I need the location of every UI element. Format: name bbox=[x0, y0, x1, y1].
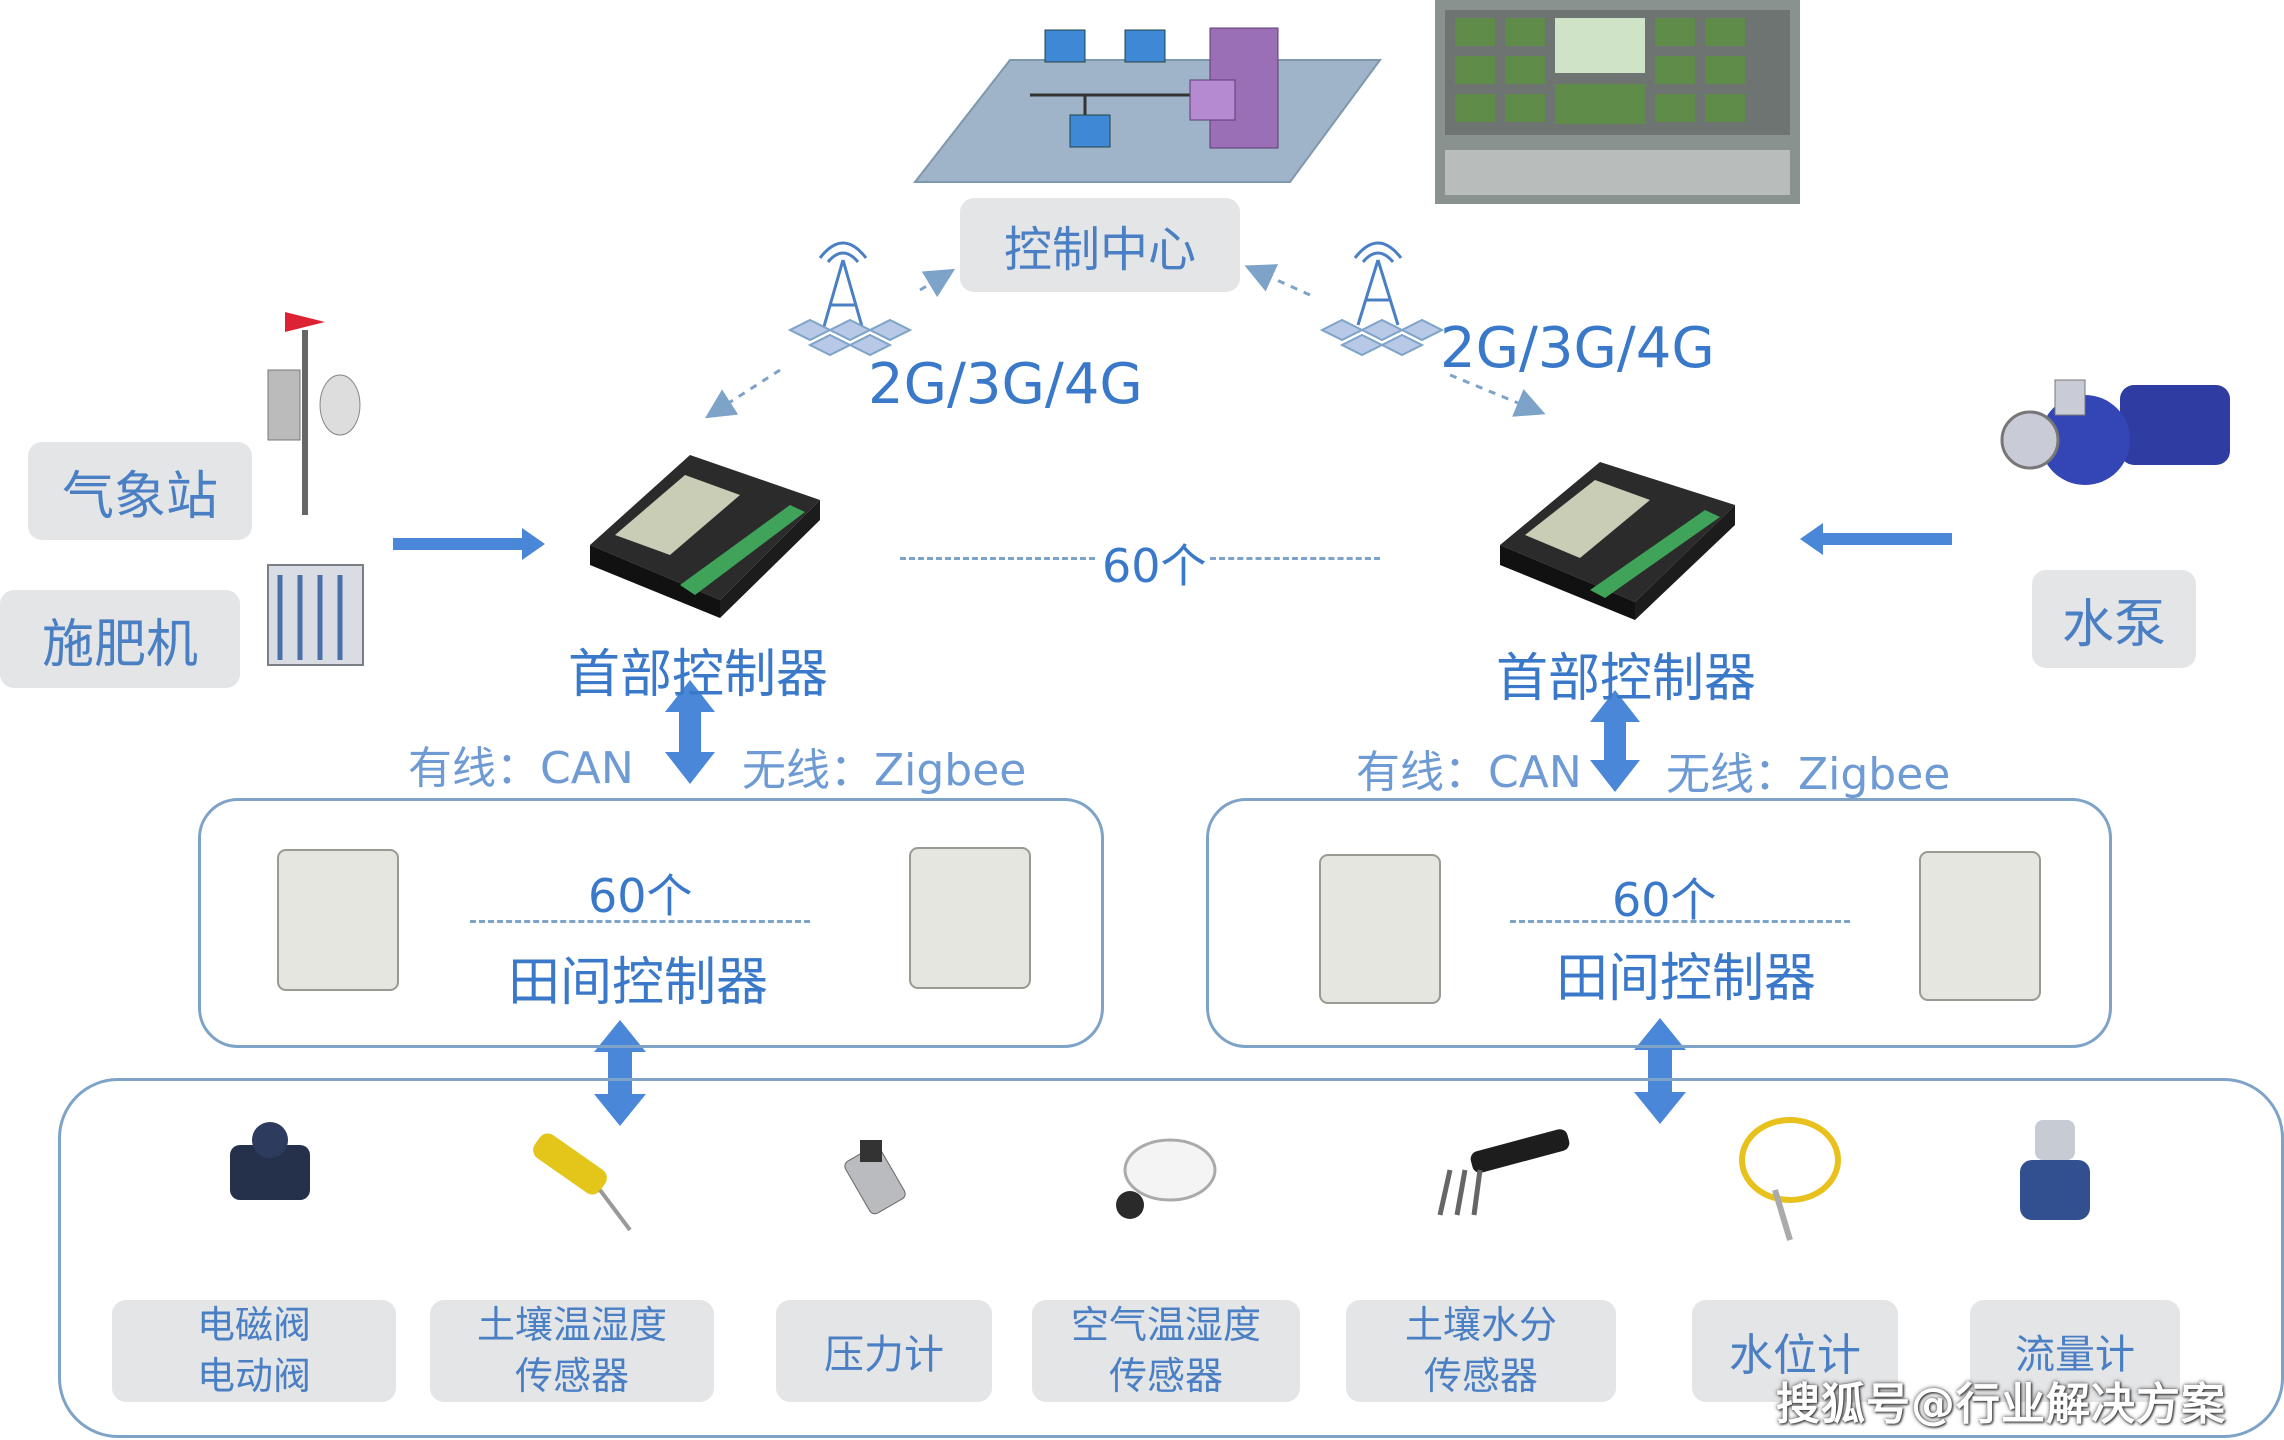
device-label-line1: 电磁阀 bbox=[196, 1302, 311, 1347]
head-controllers-dashed-link-left bbox=[900, 557, 1095, 560]
head-controllers-dashed-link-right bbox=[1210, 557, 1380, 560]
field-controller-title-right: 田间控制器 bbox=[1556, 949, 1817, 1009]
air-temp-humidity-sensor-icon bbox=[1116, 1138, 1217, 1219]
field-controller-count-left: 60个 bbox=[588, 869, 693, 923]
device-label-flow-meter: 流量计 bbox=[1970, 1300, 2180, 1402]
water-pump-image bbox=[2000, 379, 2230, 485]
network-illustration bbox=[912, 27, 1382, 183]
left-wireless-label: 无线：Zigbee bbox=[742, 745, 1027, 796]
left-wired-label: 有线：CAN bbox=[408, 743, 634, 794]
field-controller-group-right bbox=[1206, 798, 2112, 1048]
device-label-water-level: 水位计 bbox=[1692, 1300, 1898, 1402]
device-label-line1: 空气温湿度 bbox=[1070, 1302, 1261, 1347]
network-label-right: 2G/3G/4G bbox=[1440, 316, 1715, 381]
head-controllers-count: 60个 bbox=[1102, 539, 1207, 593]
signal-tower-icon-right bbox=[1319, 241, 1445, 357]
network-label-left: 2G/3G/4G bbox=[868, 352, 1143, 417]
wireless-links bbox=[704, 264, 1546, 419]
soil-temp-humidity-sensor-icon bbox=[533, 1133, 632, 1232]
input-arrows bbox=[393, 523, 1952, 560]
flow-meter-icon bbox=[2020, 1120, 2090, 1220]
fertilizer-machine-image bbox=[267, 564, 364, 666]
device-label-line2: 传感器 bbox=[514, 1354, 629, 1398]
field-devices-group bbox=[58, 1078, 2284, 1438]
device-label-air-temp-humidity: 空气温湿度 传感器 bbox=[1032, 1300, 1300, 1402]
field-controller-enclosures bbox=[277, 847, 2041, 1004]
field-controller-count-right: 60个 bbox=[1612, 873, 1717, 927]
device-label-line2: 电动阀 bbox=[196, 1354, 311, 1398]
device-label-soil-moisture: 土壤水分 传感器 bbox=[1346, 1300, 1616, 1402]
soil-moisture-sensor-icon bbox=[1437, 1129, 1570, 1216]
device-label-line1: 土壤水分 bbox=[1404, 1302, 1557, 1347]
control-center-label: 控制中心 bbox=[960, 198, 1240, 292]
device-icons bbox=[230, 1117, 2090, 1241]
device-label-line1: 土壤温湿度 bbox=[476, 1302, 667, 1347]
head-controller-title-right: 首部控制器 bbox=[1496, 649, 1757, 709]
monitoring-room-photo bbox=[1435, 0, 1800, 204]
device-label-valve: 电磁阀 电动阀 bbox=[112, 1300, 396, 1402]
right-wireless-label: 无线：Zigbee bbox=[1666, 749, 1951, 800]
fertilizer-machine-label: 施肥机 bbox=[0, 590, 240, 688]
water-pump-label: 水泵 bbox=[2032, 570, 2196, 668]
field-controller-dashed-left bbox=[470, 920, 810, 923]
device-label-line2: 传感器 bbox=[1423, 1354, 1538, 1398]
field-controller-title-left: 田间控制器 bbox=[508, 953, 769, 1013]
head-controller-title-left: 首部控制器 bbox=[568, 645, 829, 705]
weather-station-image bbox=[267, 312, 361, 515]
water-level-meter-icon bbox=[1739, 1117, 1841, 1241]
head-controller-device-left bbox=[590, 455, 820, 618]
head-controller-device-right bbox=[1500, 462, 1735, 620]
signal-tower-icon-left bbox=[787, 241, 913, 357]
field-controller-dashed-right bbox=[1510, 920, 1850, 923]
watermark-text: 搜狐号@行业解决方案 bbox=[1776, 1379, 2226, 1430]
right-wired-label: 有线：CAN bbox=[1356, 747, 1582, 798]
solenoid-valve-icon bbox=[230, 1122, 310, 1200]
pressure-gauge-icon bbox=[844, 1140, 906, 1215]
device-label-soil-temp-humidity: 土壤温湿度 传感器 bbox=[430, 1300, 714, 1402]
device-label-line2: 传感器 bbox=[1108, 1354, 1223, 1398]
device-label-pressure: 压力计 bbox=[776, 1300, 992, 1402]
field-controller-group-left bbox=[198, 798, 1104, 1048]
weather-station-label: 气象站 bbox=[28, 442, 252, 540]
